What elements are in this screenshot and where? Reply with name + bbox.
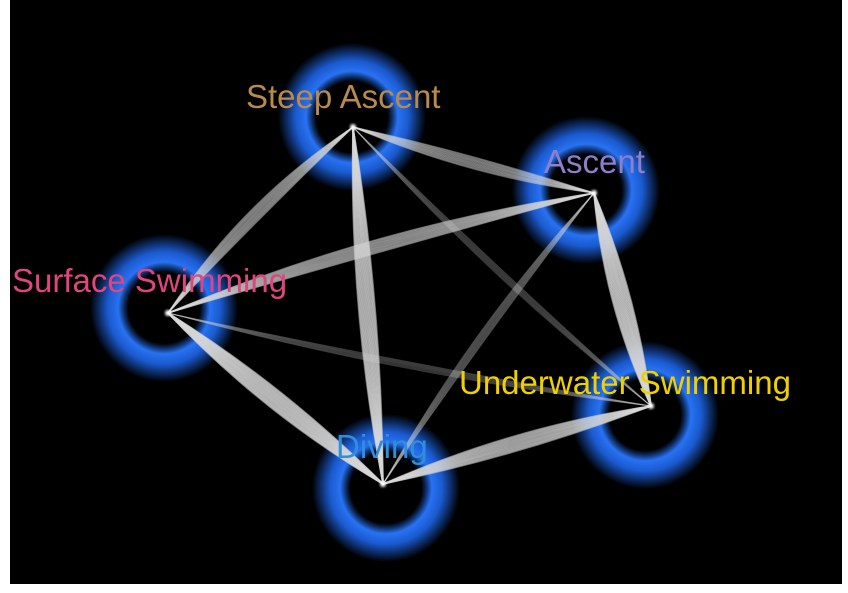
node-ring-underwater-swimming <box>571 341 719 489</box>
node-hub-diving <box>380 481 386 487</box>
node-ring-steep-ascent <box>278 43 426 191</box>
node-hub-ascent <box>591 190 597 196</box>
edge-steep-ascent-to-diving <box>351 126 384 485</box>
node-label-diving: Diving <box>336 428 428 465</box>
node-hub-underwater-swimming <box>648 403 654 409</box>
node-label-underwater-swimming: Underwater Swimming <box>459 364 791 401</box>
edge-ascent-to-diving <box>382 192 595 485</box>
edge-surface-swimming-to-underwater-swimming <box>167 312 652 407</box>
node-label-surface-swimming: Surface Swimming <box>12 262 287 299</box>
edge-steep-ascent-to-underwater-swimming <box>352 126 652 407</box>
edge-underwater-swimming-to-diving <box>382 405 652 485</box>
edge-ascent-to-underwater-swimming <box>593 192 652 407</box>
node-ring-ascent <box>512 116 660 264</box>
node-hub-steep-ascent <box>350 124 356 130</box>
edge-steep-ascent-to-surface-swimming <box>167 126 354 314</box>
node-label-ascent: Ascent <box>544 143 645 180</box>
edge-steep-ascent-to-ascent <box>352 126 595 194</box>
edge-ascent-to-surface-swimming <box>167 192 595 314</box>
node-hub-surface-swimming <box>165 310 171 316</box>
edge-surface-swimming-to-diving <box>167 312 384 485</box>
node-label-steep-ascent: Steep Ascent <box>246 78 440 115</box>
